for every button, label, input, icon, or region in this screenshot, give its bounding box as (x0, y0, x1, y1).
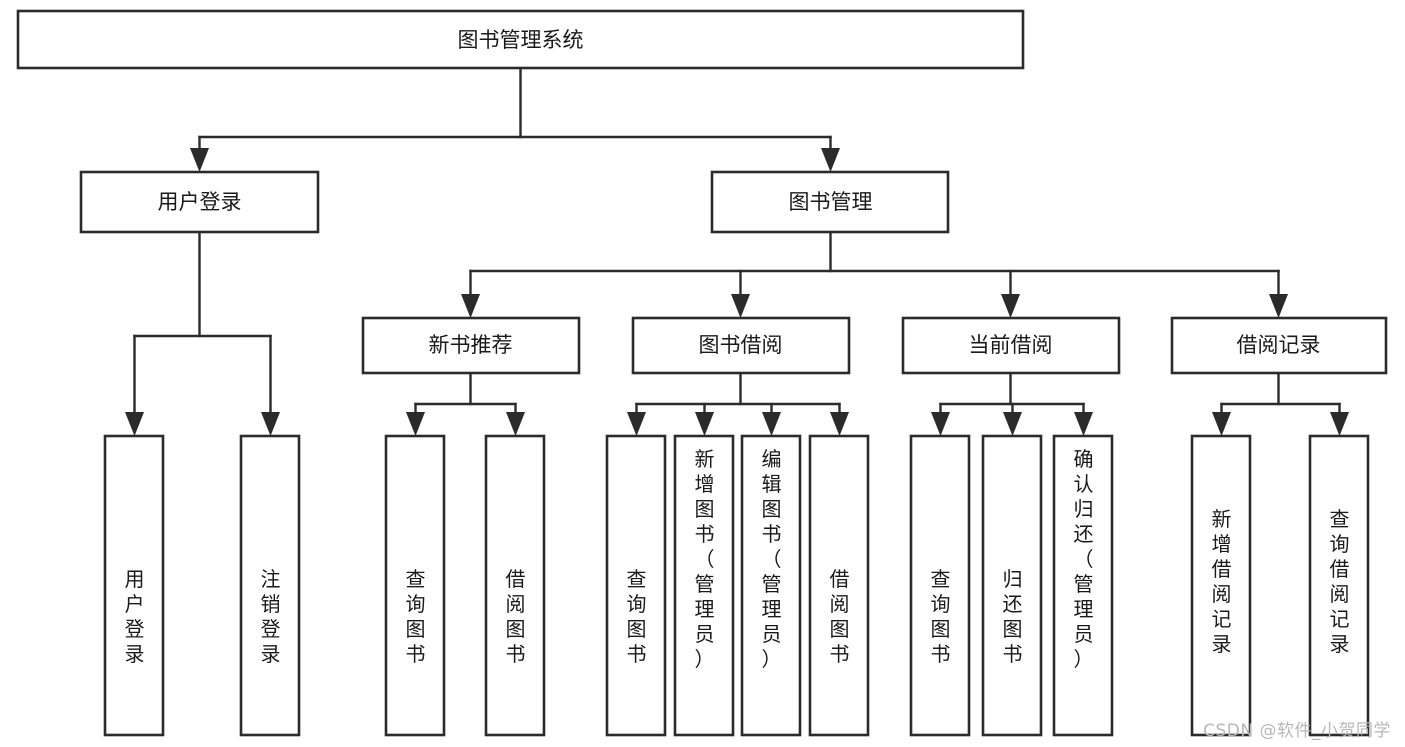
node-leaf-user-login-label: 用户登录 (125, 567, 145, 666)
node-borrow-records[interactable]: 借阅记录 (1170, 316, 1388, 375)
node-leaf-confirm-return-label: 确认归还（管理员） (1074, 447, 1094, 671)
node-user-login-box[interactable] (79, 170, 320, 234)
node-leaf-query-book-borrow-box[interactable] (605, 434, 667, 737)
connector-layer (125, 66, 1349, 436)
node-leaf-confirm-return[interactable]: 确认归还（管理员） (1052, 434, 1114, 737)
node-borrow-records-box[interactable] (1170, 316, 1388, 375)
node-leaf-user-logout-label: 注销登录 (261, 567, 281, 666)
node-leaf-borrow-book-box[interactable] (808, 434, 870, 737)
node-leaf-edit-book-box[interactable] (740, 434, 802, 737)
arrow-head-leaf-query-borrow-record (1330, 412, 1349, 436)
node-leaf-borrow-book-recommend-label: 借阅图书 (506, 567, 526, 666)
node-leaf-query-book-recommend-box[interactable] (384, 434, 446, 737)
node-leaf-user-logout-box[interactable] (239, 434, 301, 737)
node-leaf-return-book-box[interactable] (981, 434, 1043, 737)
arrow-head-leaf-user-logout (261, 412, 280, 436)
arrow-head-book-borrow (731, 294, 750, 318)
arrow-head-leaf-borrow-book (830, 412, 849, 436)
node-user-login-label: 用户登录 (158, 190, 242, 214)
arrow-head-leaf-confirm-return (1074, 412, 1093, 436)
node-new-book-recommend-box[interactable] (361, 316, 581, 375)
node-leaf-add-book-label: 新增图书（管理员） (695, 447, 715, 671)
node-leaf-borrow-book[interactable]: 借阅图书 (808, 434, 870, 737)
arrow-head-leaf-borrow-book-recommend (506, 412, 525, 436)
node-leaf-query-borrow-record[interactable]: 查询借阅记录 (1308, 434, 1370, 737)
node-current-borrow[interactable]: 当前借阅 (901, 316, 1121, 375)
node-book-management-label: 图书管理 (789, 190, 873, 214)
node-leaf-add-book-box[interactable] (673, 434, 735, 737)
node-leaf-add-borrow-record[interactable]: 新增借阅记录 (1190, 434, 1252, 737)
node-leaf-query-borrow-record-box[interactable] (1308, 434, 1370, 737)
arrow-head-new-book-recommend (461, 294, 480, 318)
node-leaf-query-book-current-label: 查询图书 (931, 567, 951, 666)
node-root[interactable]: 图书管理系统 (16, 9, 1025, 70)
node-new-book-recommend[interactable]: 新书推荐 (361, 316, 581, 375)
arrow-head-borrow-records (1269, 294, 1288, 318)
node-book-borrow-box[interactable] (631, 316, 851, 375)
node-leaf-query-book-recommend-label: 查询图书 (406, 567, 426, 666)
arrow-head-leaf-user-login (125, 412, 144, 436)
node-leaf-return-book-label: 归还图书 (1003, 567, 1023, 666)
node-layer: 图书管理系统 用户登录 图书管理 新书推荐 图书借阅 (16, 9, 1388, 737)
csdn-watermark: CSDN @软件_小贺同学 (1203, 721, 1391, 741)
node-leaf-add-borrow-record-label: 新增借阅记录 (1212, 507, 1232, 656)
node-new-book-recommend-label: 新书推荐 (429, 333, 513, 357)
node-leaf-query-book-recommend[interactable]: 查询图书 (384, 434, 446, 737)
arrow-head-current-borrow (1001, 294, 1020, 318)
node-leaf-add-borrow-record-box[interactable] (1190, 434, 1252, 737)
node-leaf-user-login-box[interactable] (103, 434, 165, 737)
node-current-borrow-box[interactable] (901, 316, 1121, 375)
node-leaf-query-book-borrow-label: 查询图书 (627, 567, 647, 666)
node-book-management-box[interactable] (710, 170, 950, 234)
arrow-head-user-login (190, 148, 209, 172)
node-leaf-edit-book-label: 编辑图书（管理员） (762, 447, 782, 671)
node-user-login[interactable]: 用户登录 (79, 170, 320, 234)
arrow-head-leaf-query-book-current (931, 412, 950, 436)
node-current-borrow-label: 当前借阅 (969, 333, 1053, 357)
node-book-borrow-label: 图书借阅 (699, 333, 783, 357)
node-book-borrow[interactable]: 图书借阅 (631, 316, 851, 375)
node-leaf-return-book[interactable]: 归还图书 (981, 434, 1043, 737)
node-leaf-edit-book[interactable]: 编辑图书（管理员） (740, 434, 802, 737)
node-leaf-borrow-book-label: 借阅图书 (830, 567, 850, 666)
arrow-head-leaf-add-borrow-record (1212, 412, 1231, 436)
node-root-label: 图书管理系统 (458, 28, 584, 52)
node-leaf-query-book-current-box[interactable] (909, 434, 971, 737)
node-leaf-confirm-return-box[interactable] (1052, 434, 1114, 737)
arrow-head-leaf-edit-book (762, 412, 781, 436)
node-leaf-query-borrow-record-label: 查询借阅记录 (1330, 507, 1350, 656)
node-leaf-user-logout[interactable]: 注销登录 (239, 434, 301, 737)
arrow-head-leaf-query-book-recommend (406, 412, 425, 436)
arrow-head-leaf-return-book (1003, 412, 1022, 436)
node-leaf-query-book-current[interactable]: 查询图书 (909, 434, 971, 737)
node-leaf-add-book[interactable]: 新增图书（管理员） (673, 434, 735, 737)
node-leaf-borrow-book-recommend-box[interactable] (484, 434, 546, 737)
node-leaf-query-book-borrow[interactable]: 查询图书 (605, 434, 667, 737)
node-root-box[interactable] (16, 9, 1025, 70)
arrow-head-leaf-query-book-borrow (627, 412, 646, 436)
node-leaf-borrow-book-recommend[interactable]: 借阅图书 (484, 434, 546, 737)
node-leaf-user-login[interactable]: 用户登录 (103, 434, 165, 737)
node-book-management[interactable]: 图书管理 (710, 170, 950, 234)
node-borrow-records-label: 借阅记录 (1237, 333, 1321, 357)
arrow-head-leaf-add-book (695, 412, 714, 436)
arrow-head-book-management (821, 148, 840, 172)
